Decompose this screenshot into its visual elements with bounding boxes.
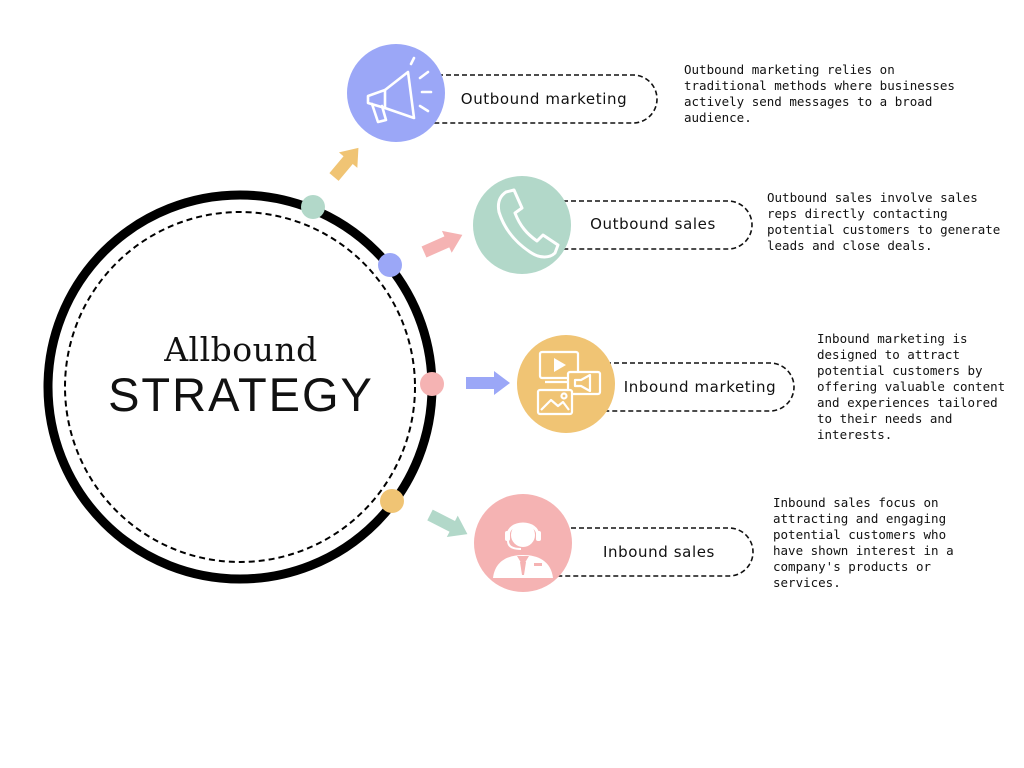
pill-outline-outbound-marketing <box>430 74 658 124</box>
pill-outline-inbound-marketing <box>598 362 795 412</box>
hub-inner-ring <box>64 211 416 563</box>
pill-label-inbound-sales: Inbound sales <box>603 543 715 561</box>
hub-title: Allbound <box>164 330 318 369</box>
phone-icon <box>496 188 560 259</box>
media-content-icon <box>536 350 602 416</box>
hub-subtitle: STRATEGY <box>108 368 374 421</box>
description-outbound-sales: Outbound sales involve sales reps direct… <box>767 190 1001 253</box>
description-inbound-sales: Inbound sales focus on attracting and en… <box>773 495 954 590</box>
arrow-outbound-marketing <box>329 147 359 181</box>
ring-dot-outbound-sales <box>378 253 402 277</box>
description-outbound-marketing: Outbound marketing relies on traditional… <box>684 62 955 125</box>
support-agent-icon <box>493 522 553 578</box>
pill-label-outbound-marketing: Outbound marketing <box>460 90 628 108</box>
pill-outline-outbound-sales <box>555 200 753 250</box>
arrow-inbound-marketing <box>466 371 510 395</box>
ring-dot-inbound-sales <box>380 489 404 513</box>
ring-dot-inbound-marketing <box>420 372 444 396</box>
pill-outline-inbound-sales <box>555 527 754 577</box>
megaphone-icon <box>366 56 433 124</box>
ring-dot-outbound-marketing <box>301 195 325 219</box>
pill-label-inbound-marketing: Inbound marketing <box>623 378 777 396</box>
description-inbound-marketing: Inbound marketing is designed to attract… <box>817 331 1006 442</box>
pill-label-outbound-sales: Outbound sales <box>590 215 716 233</box>
arrow-inbound-sales <box>427 509 468 538</box>
arrow-outbound-sales <box>421 230 463 258</box>
icon-circle-outbound-marketing <box>347 44 445 142</box>
